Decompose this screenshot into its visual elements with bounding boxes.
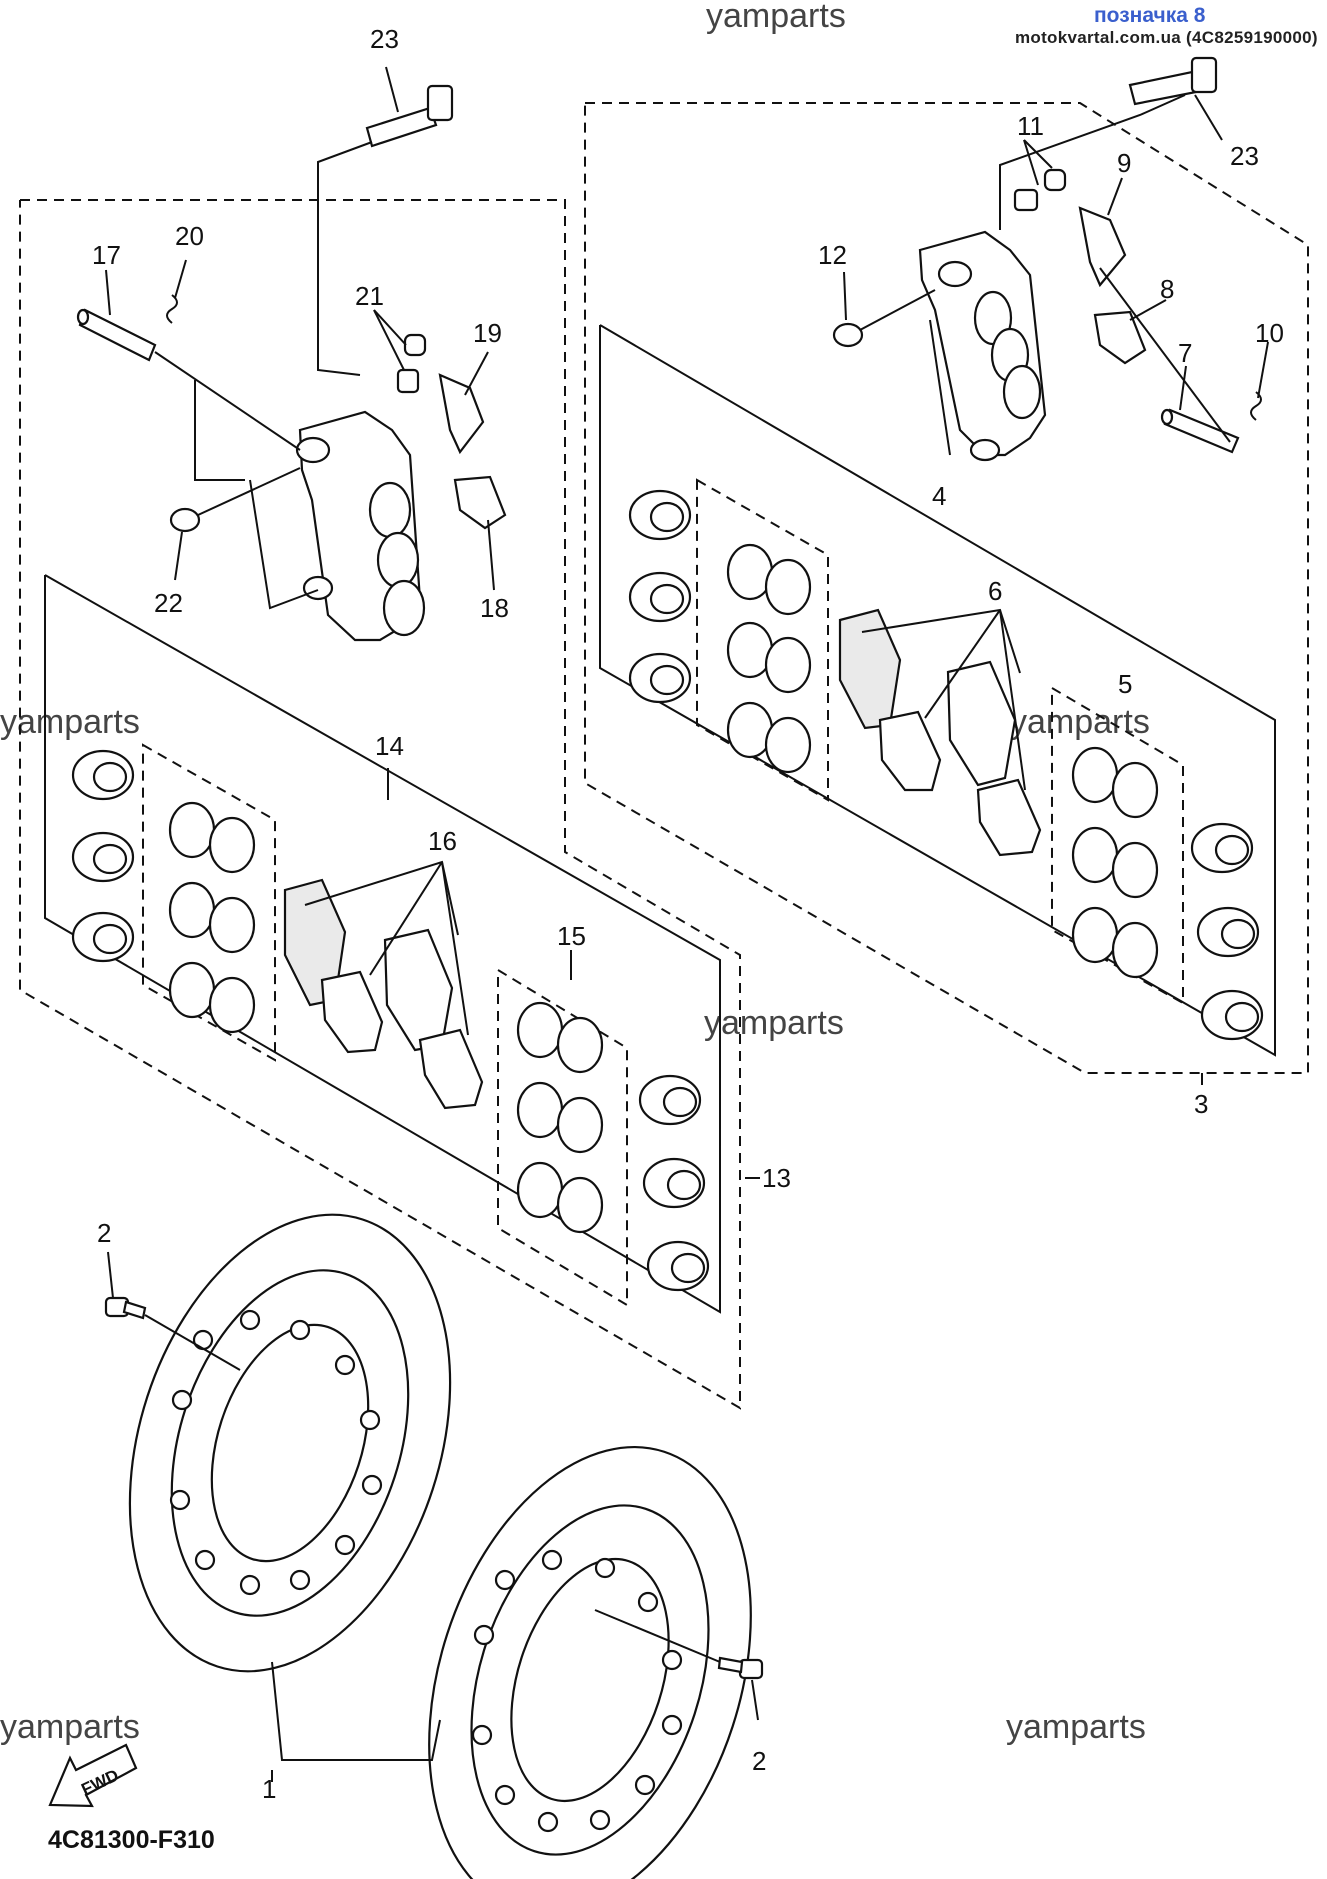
seal-kit-left-a	[142, 743, 276, 1062]
kit-13-outline	[19, 199, 741, 1410]
pad-pin-17	[76, 308, 157, 362]
bleeder-21	[396, 333, 427, 394]
callout-23-left: 23	[370, 24, 399, 54]
fwd-arrow: FWD	[48, 1743, 138, 1808]
callout-4: 4	[932, 481, 946, 511]
set-5-outline	[599, 324, 1276, 1057]
callout-1: 1	[262, 1774, 276, 1804]
seal-kit-right-b	[1051, 686, 1184, 1005]
pad-spring-9	[1078, 206, 1127, 288]
pad-spring-19	[438, 373, 485, 455]
pistons-right-left	[628, 489, 692, 704]
callout-11: 11	[1017, 111, 1044, 141]
pistons-right-right	[1190, 822, 1264, 1041]
caliper-body-right	[918, 230, 1047, 462]
pin-clip-10	[1250, 391, 1262, 421]
seals-left-a	[168, 801, 256, 1034]
brake-disc-front-right	[428, 1445, 752, 1879]
pin-clip-20	[166, 294, 178, 324]
seals-right-a	[726, 543, 812, 774]
callout-8: 8	[1160, 274, 1174, 304]
callout-9: 9	[1117, 148, 1131, 178]
callout-22: 22	[154, 588, 183, 618]
callout-5: 5	[1118, 669, 1132, 699]
watermark-right-mid: yamparts	[1010, 703, 1150, 741]
pistons-left-left	[71, 749, 135, 963]
bleeder-11	[1013, 168, 1067, 212]
callout-23-right: 23	[1230, 141, 1259, 171]
cap-22	[169, 507, 201, 533]
callout-6: 6	[988, 576, 1002, 606]
callout-12: 12	[818, 240, 847, 270]
bolt-23-left	[365, 84, 454, 148]
kit-3-outline	[584, 102, 1309, 1074]
pad-clip-18	[453, 475, 507, 530]
callout-2-right: 2	[752, 1746, 766, 1776]
left-caliper-assembly	[19, 66, 760, 1410]
caliper-body-left	[295, 410, 426, 642]
brake-pads-right	[838, 608, 1042, 857]
watermark-top: yamparts	[706, 0, 846, 35]
callout-17: 17	[92, 240, 121, 270]
callout-20: 20	[175, 221, 204, 251]
callout-19: 19	[473, 318, 502, 348]
callout-16: 16	[428, 826, 457, 856]
callout-18: 18	[480, 593, 509, 623]
seals-right-b	[1071, 746, 1159, 979]
right-caliper-assembly	[584, 56, 1309, 1085]
callout-14: 14	[375, 731, 404, 761]
set-14-outline	[44, 574, 721, 1314]
figure-code: 4C81300-F310	[48, 1826, 215, 1854]
callout-21: 21	[355, 281, 384, 311]
pad-pin-7	[1160, 408, 1240, 454]
bolt-23-right	[1128, 56, 1218, 106]
source-label: motokvartal.com.ua (4С8259190000)	[1015, 28, 1318, 47]
callout-2-left: 2	[97, 1218, 111, 1248]
callout-7: 7	[1178, 338, 1192, 368]
watermark-bottom-right: yamparts	[1006, 1708, 1146, 1746]
cap-12	[832, 322, 864, 348]
disc-bolt-2-right	[717, 1656, 764, 1680]
bookmark-label: позначка 8	[1094, 4, 1206, 27]
brake-pads-left	[283, 878, 484, 1110]
brake-disc-front-left	[128, 1213, 452, 1673]
watermark-center: yamparts	[704, 1004, 844, 1042]
disc-bolt-2-left	[104, 1296, 147, 1320]
callout-13: 13	[762, 1163, 791, 1193]
callout-15: 15	[557, 921, 586, 951]
watermark-left-mid: yamparts	[0, 703, 140, 741]
callout-10: 10	[1255, 318, 1284, 348]
pad-clip-8	[1093, 310, 1147, 365]
watermark-bottom-left: yamparts	[0, 1708, 140, 1746]
seal-kit-right-a	[696, 478, 829, 802]
callout-3: 3	[1194, 1089, 1208, 1119]
seals-left-15	[516, 1001, 604, 1234]
pistons-left-right	[638, 1074, 710, 1292]
